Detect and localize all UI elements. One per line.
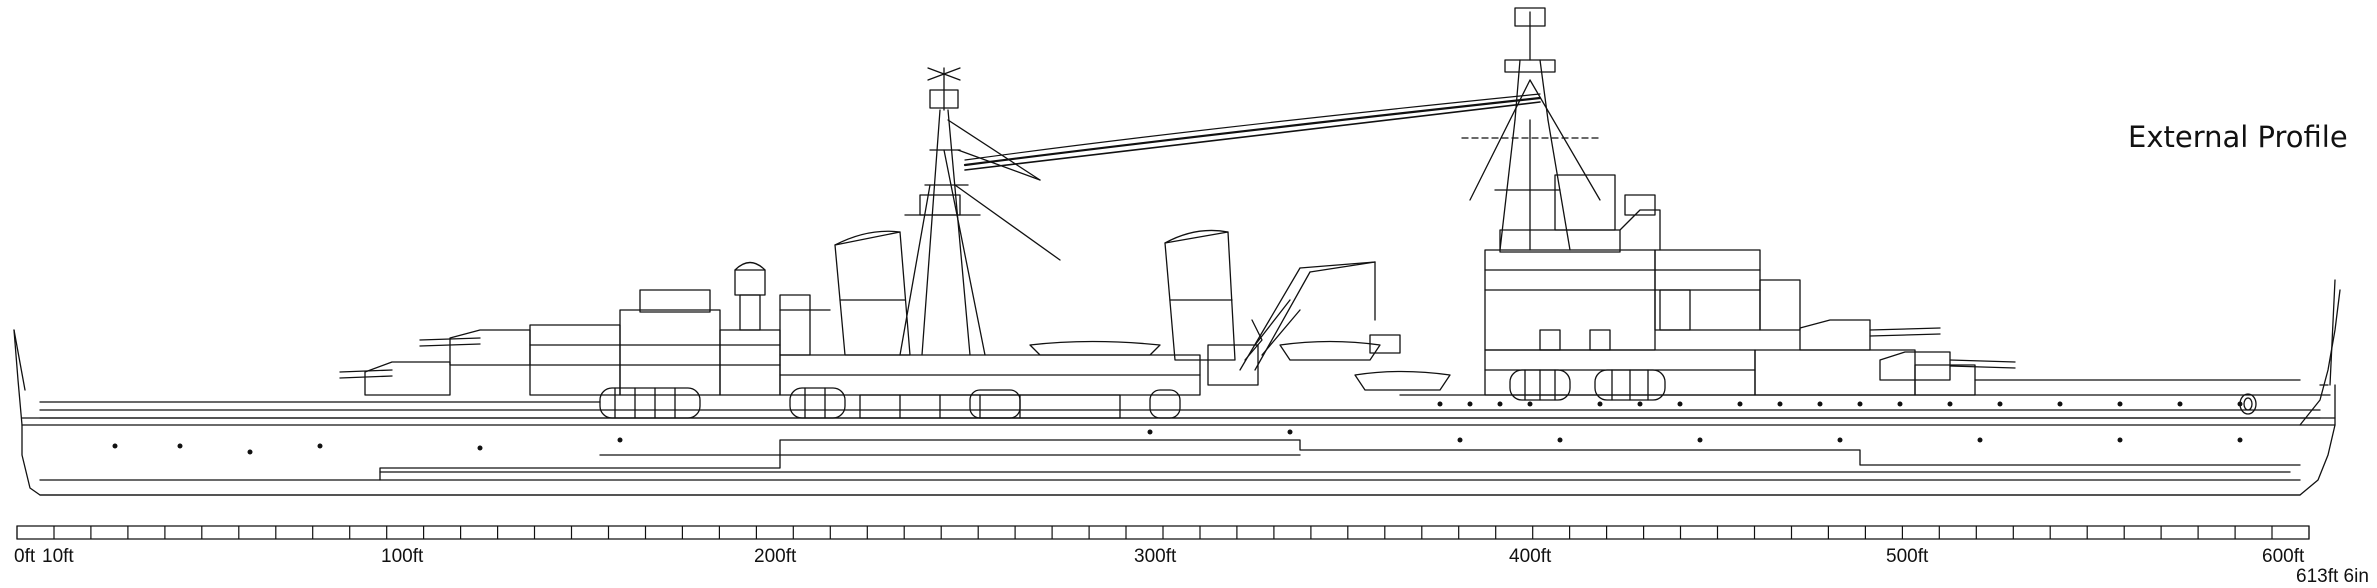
scale-label-0: 0ft [14,546,36,567]
scale-ticks [17,526,2309,539]
midships-boats [970,342,1180,419]
forecastle-deckhouse [1755,350,2300,395]
jackstaff [2330,280,2335,385]
bridge-superstructure [1485,175,1800,395]
portholes [112,401,2243,455]
hawse-pipe [2240,394,2256,414]
scale-label-400: 400ft [1509,546,1552,567]
crane [1208,262,1375,385]
aft-funnel [835,231,910,355]
main-mast [900,68,1060,355]
aft-superstructure [530,263,780,396]
aerial-wires [965,94,1540,170]
overall-length-label: 613ft 6in [2296,566,2369,587]
forward-boats [1280,335,1450,390]
aft-boats [600,388,845,418]
forward-turret-a [1880,352,2015,380]
scale-label-10: 10ft [42,546,74,567]
scale-label-100: 100ft [381,546,424,567]
aft-director [780,295,830,355]
scale-bar [17,526,2309,539]
scale-label-500: 500ft [1886,546,1929,567]
forward-lifeboats [1510,370,1665,400]
forward-funnel [1165,230,1235,360]
scale-label-200: 200ft [754,546,797,567]
drawing-title: External Profile [2128,120,2348,154]
foremast [1462,8,1600,250]
aft-turret-x [340,362,450,395]
midships-deckhouse [780,355,1200,418]
aft-turret-y [420,330,530,365]
deck-rail [40,395,2330,418]
scale-label-300: 300ft [1134,546,1177,567]
scale-label-600: 600ft [2262,546,2305,567]
forward-turret-b [1800,320,1940,350]
